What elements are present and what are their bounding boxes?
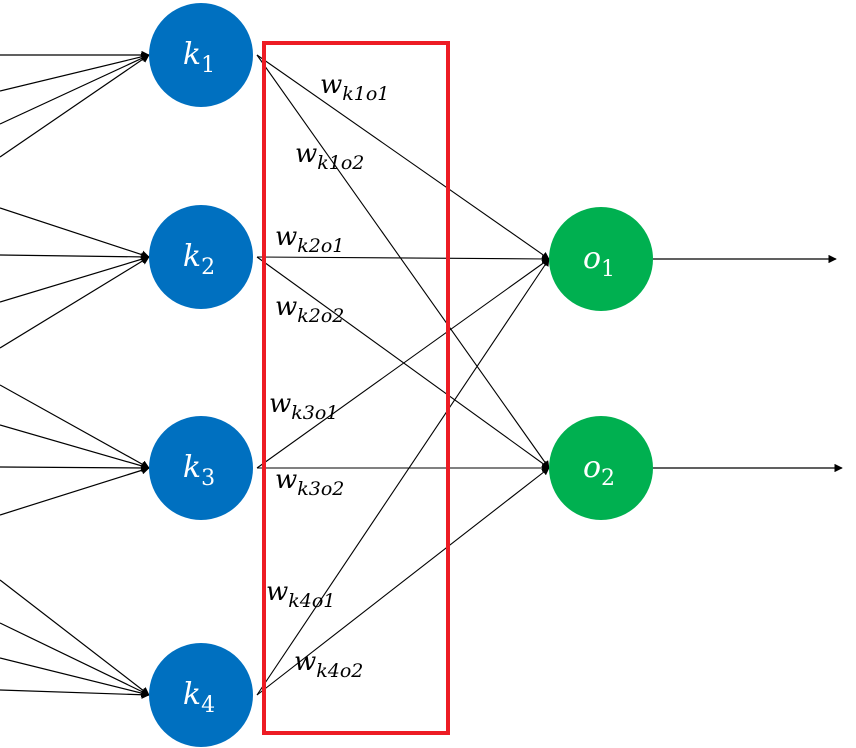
weight-edge-k2o2 bbox=[256, 256, 550, 469]
output-node-label: o1 bbox=[583, 241, 615, 282]
weight-labels: wk1o1 wk1o2 wk2o1 wk2o2 wk3o1 wk3o2 wk4o1 wk4o2 bbox=[266, 70, 389, 682]
input-edges bbox=[0, 50, 150, 699]
output-node-circle bbox=[549, 416, 653, 520]
hidden-node-label: k3 bbox=[183, 450, 215, 491]
output-node-label: o2 bbox=[583, 450, 615, 491]
input-edge-k3-3 bbox=[0, 463, 150, 473]
input-edge-k3-1 bbox=[0, 384, 150, 469]
hidden-layer: k1 k2 k3 k4 bbox=[149, 3, 253, 747]
weight-label-k4o2: wk4o2 bbox=[294, 647, 363, 682]
weight-label-k1o1: wk1o1 bbox=[320, 70, 389, 105]
hidden-node-circle bbox=[149, 416, 253, 520]
input-edge-k2-4 bbox=[0, 256, 150, 349]
weight-label-k2o2: wk2o2 bbox=[275, 292, 344, 327]
weight-edge-k1o1 bbox=[256, 54, 550, 260]
output-node-o2: o2 bbox=[549, 416, 653, 520]
weight-label-k3o1: wk3o1 bbox=[269, 389, 338, 424]
input-edge-k2-3 bbox=[0, 255, 150, 303]
weight-edges bbox=[256, 54, 550, 696]
input-edge-k2-2 bbox=[0, 252, 150, 262]
hidden-node-label: k1 bbox=[183, 37, 215, 78]
hidden-node-circle bbox=[149, 205, 253, 309]
input-edge-k1-2 bbox=[0, 52, 150, 92]
hidden-node-k1: k1 bbox=[149, 3, 253, 107]
output-node-circle bbox=[549, 207, 653, 311]
hidden-node-label: k4 bbox=[183, 677, 215, 718]
hidden-node-label: k2 bbox=[183, 239, 215, 280]
weight-edge-k4o1 bbox=[256, 258, 550, 696]
weight-label-k2o1: wk2o1 bbox=[275, 222, 344, 257]
input-edge-k4-1 bbox=[0, 579, 150, 696]
input-edge-k3-4 bbox=[0, 466, 150, 516]
output-edges bbox=[653, 254, 843, 473]
weight-label-k3o2: wk3o2 bbox=[275, 465, 344, 500]
weight-label-k1o2: wk1o2 bbox=[295, 139, 364, 174]
output-layer: o1 o2 bbox=[549, 207, 653, 520]
input-edge-k4-3 bbox=[0, 657, 150, 698]
hidden-node-k3: k3 bbox=[149, 416, 253, 520]
hidden-node-circle bbox=[149, 643, 253, 747]
weight-edge-k1o2 bbox=[256, 54, 550, 469]
input-edge-k1-3 bbox=[0, 54, 150, 125]
weight-edge-k3o1 bbox=[256, 258, 550, 469]
hidden-node-circle bbox=[149, 3, 253, 107]
hidden-node-k2: k2 bbox=[149, 205, 253, 309]
input-edge-k2-1 bbox=[0, 207, 150, 259]
weight-edge-k4o2 bbox=[256, 467, 550, 696]
highlight-box bbox=[262, 41, 450, 735]
weight-edge-k2o1 bbox=[256, 255, 550, 263]
input-edge-k4-4 bbox=[0, 689, 150, 699]
output-node-o1: o1 bbox=[549, 207, 653, 311]
input-edge-k1-4 bbox=[0, 54, 150, 158]
weight-label-k4o1: wk4o1 bbox=[266, 577, 335, 612]
input-edge-k3-2 bbox=[0, 424, 150, 470]
hidden-node-k4: k4 bbox=[149, 643, 253, 747]
input-edge-k4-2 bbox=[0, 622, 150, 696]
